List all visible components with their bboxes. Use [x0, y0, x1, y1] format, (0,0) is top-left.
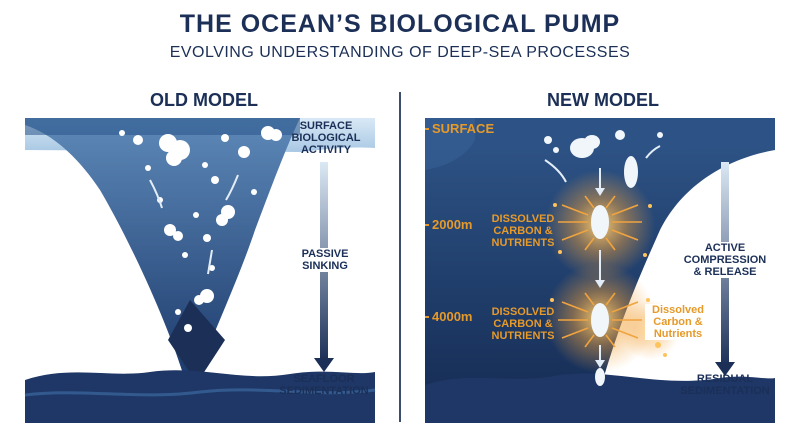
subtitle: EVOLVING UNDERSTANDING OF DEEP-SEA PROCE… — [169, 44, 631, 61]
depth-2000m-label: 2000m — [432, 217, 473, 232]
residual-sedimentation-label: RESIDUAL SEDIMENTATION — [680, 373, 770, 397]
dissolved-carbon-nutrients-4000m-label: DISSOLVED CARBON & NUTRIENTS — [491, 306, 555, 342]
active-compression-release-label: ACTIVE COMPRESSION & RELEASE — [676, 242, 774, 278]
release-rays-2000m — [558, 195, 642, 251]
new-surface-band — [425, 118, 775, 150]
old-model-panel — [24, 118, 376, 423]
new-model-title: NEW MODEL — [547, 90, 659, 110]
seafloor-sedimentation-label: SEAFLOOR SEDIMENTATION — [279, 373, 369, 397]
old-seafloor — [25, 370, 375, 423]
nutrient-dots — [550, 203, 667, 357]
new-sinking-arrows — [544, 145, 661, 360]
new-model-panel — [425, 118, 775, 423]
new-seafloor — [425, 373, 775, 423]
depth-4000m-label: 4000m — [432, 309, 473, 324]
dissolved-carbon-nutrients-right-label: Dissolved Carbon & Nutrients — [645, 304, 711, 340]
main-title: THE OCEAN’S BIOLOGICAL PUMP — [179, 10, 621, 38]
old-funnel-arrowhead — [168, 300, 225, 383]
active-compression-arrowhead — [715, 362, 735, 376]
surface-biological-activity-label: SURFACE BIOLOGICAL ACTIVITY — [291, 120, 361, 156]
dissolved-carbon-nutrients-2000m-label: DISSOLVED CARBON & NUTRIENTS — [491, 213, 555, 249]
new-particles — [544, 130, 663, 386]
passive-sinking-label: PASSIVE SINKING — [290, 248, 360, 272]
old-particles — [119, 126, 282, 332]
old-sinking-arrows — [149, 174, 239, 275]
surface-depth-label: SURFACE — [432, 121, 495, 136]
release-rays-4000m — [558, 292, 642, 348]
panel-divider — [399, 92, 401, 422]
old-funnel — [25, 118, 300, 380]
old-model-title: OLD MODEL — [150, 90, 258, 110]
passive-sinking-arrowhead — [314, 358, 334, 372]
